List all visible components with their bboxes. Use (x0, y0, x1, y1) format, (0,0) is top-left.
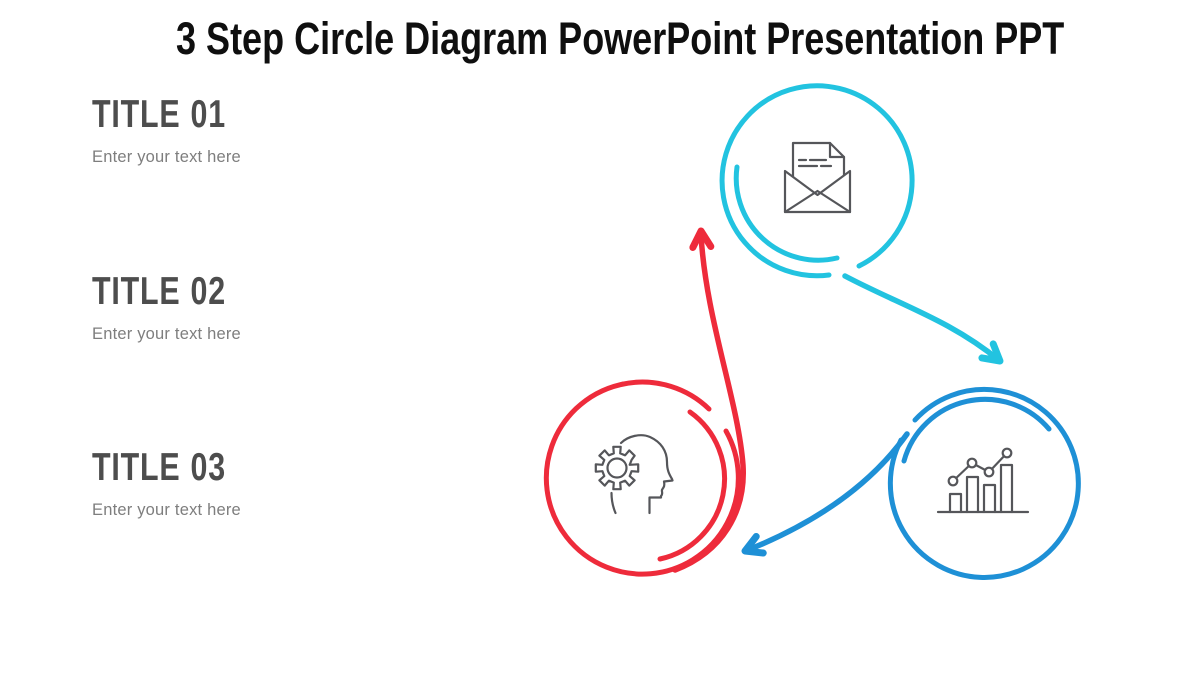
step-circle-top (719, 83, 915, 279)
arrow-right-to-left (741, 431, 910, 557)
page-title: 3 Step Circle Diagram PowerPoint Present… (20, 13, 1200, 65)
step-right-inner-arc (901, 396, 1052, 464)
arrow-top-to-right-shaft (842, 273, 1003, 364)
arrow-top-to-right-head (978, 340, 1004, 365)
step-top-outer-ring (719, 83, 915, 279)
step-left-inner-arc (657, 409, 728, 562)
bar-chart-growth-icon (936, 447, 1030, 514)
arrow-left-to-top-head (689, 227, 715, 251)
step-top-inner-arc (733, 164, 840, 263)
page-title-text: 3 Step Circle Diagram PowerPoint Present… (175, 13, 1065, 64)
step-left-outer-ring (543, 379, 741, 577)
arrow-right-to-left-shaft (745, 431, 910, 553)
arrow-right-to-left-head (741, 532, 767, 557)
open-envelope-letter-icon (783, 141, 852, 214)
sidebar-item-3-subtitle: Enter your text here (92, 501, 241, 520)
sidebar-item-2-subtitle: Enter your text here (92, 325, 241, 344)
arrow-top-to-right (842, 273, 1004, 365)
head-gear-thinking-icon (594, 434, 674, 515)
step-circle-bottom-right (887, 386, 1081, 580)
step-circle-bottom-left (543, 379, 741, 577)
sidebar-item-1-subtitle: Enter your text here (92, 148, 241, 167)
arrow-left-to-top (672, 227, 746, 573)
step-right-outer-ring (887, 386, 1081, 580)
arrow-left-to-top-shaft (672, 232, 746, 573)
